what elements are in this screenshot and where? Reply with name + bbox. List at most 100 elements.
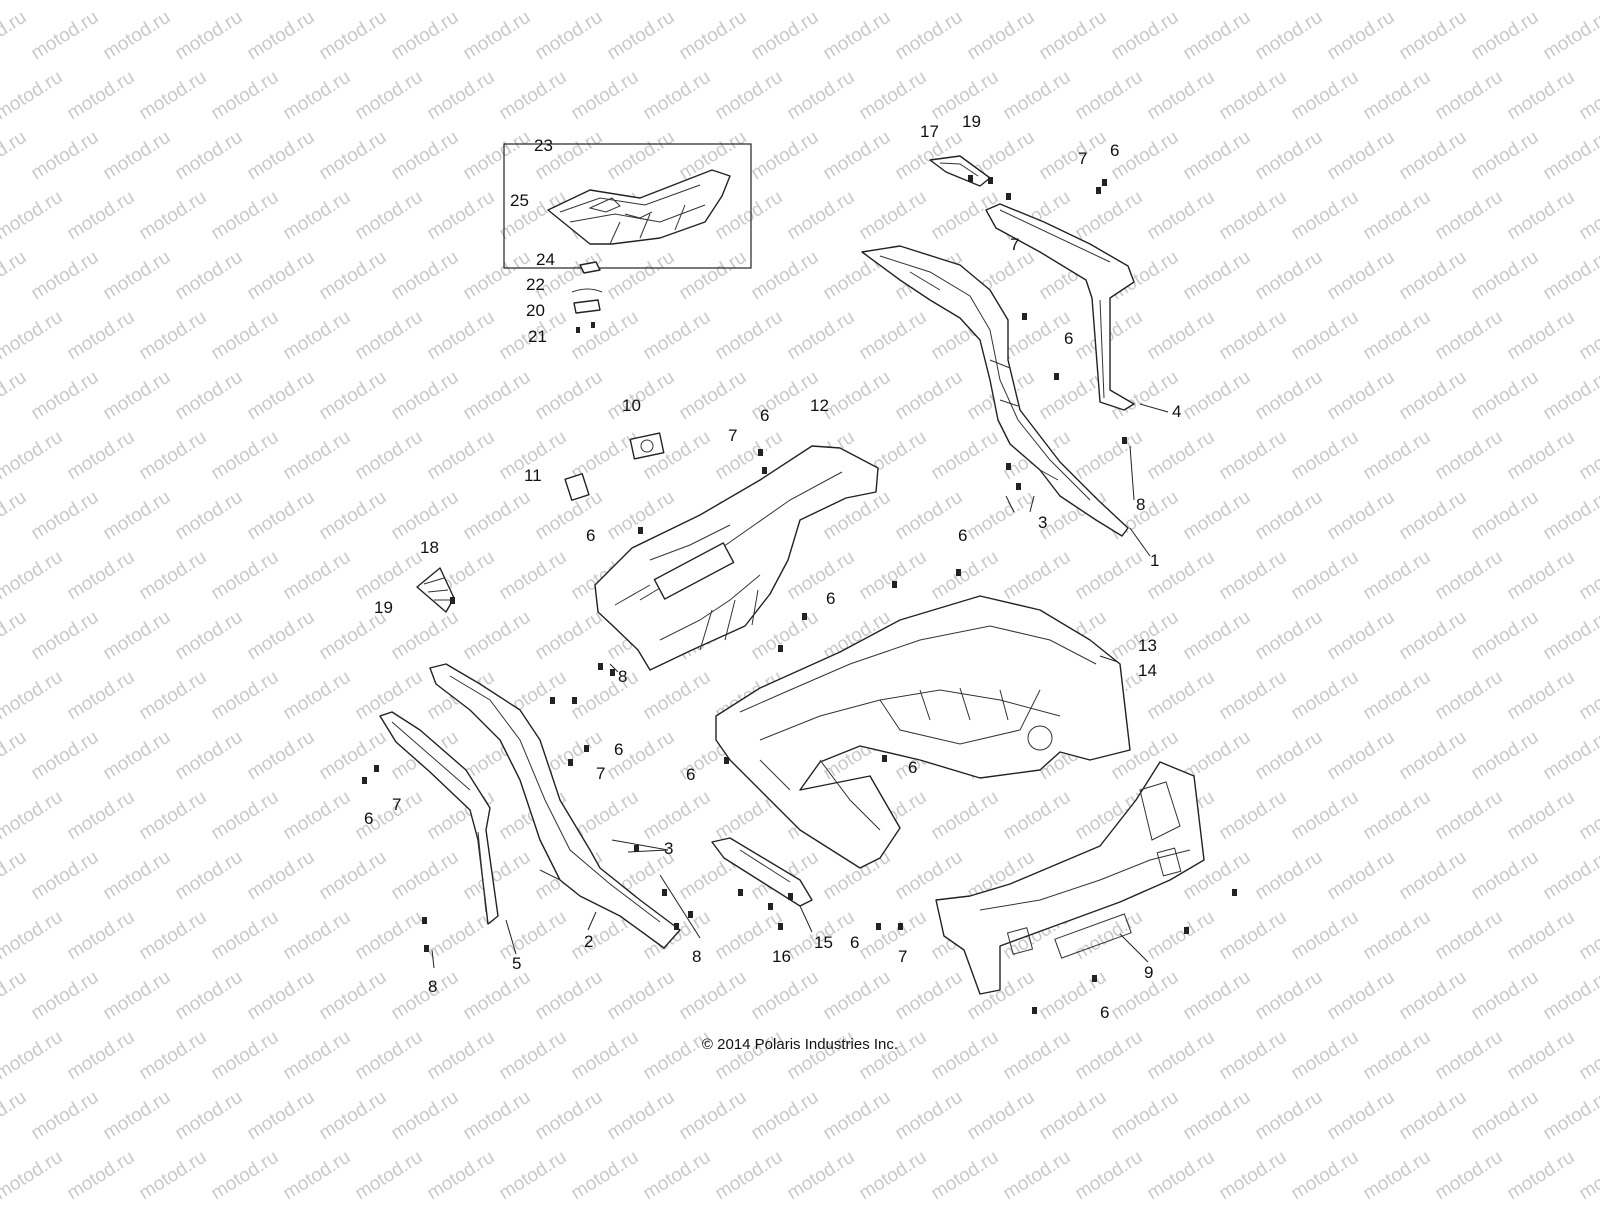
- callout-11: 11: [524, 466, 542, 485]
- part-11-grommet: [564, 473, 590, 501]
- watermark-text: motod.ru: [1540, 487, 1600, 545]
- watermark-text: motod.ru: [1288, 67, 1363, 125]
- watermark-text: motod.ru: [1468, 127, 1543, 185]
- part-12-console: [594, 445, 879, 671]
- watermark-text: motod.ru: [532, 967, 607, 1025]
- watermark-text: motod.ru: [1036, 1087, 1111, 1145]
- watermark-text: motod.ru: [964, 487, 1039, 545]
- watermark-text: motod.ru: [316, 127, 391, 185]
- watermark-text: motod.ru: [1540, 367, 1600, 425]
- watermark-text: motod.ru: [1216, 547, 1291, 605]
- watermark-text: motod.ru: [964, 7, 1039, 65]
- watermark-text: motod.ru: [856, 1147, 931, 1200]
- watermark-text: motod.ru: [1396, 967, 1471, 1025]
- watermark-text: motod.ru: [1432, 307, 1507, 365]
- watermark-text: motod.ru: [208, 1147, 283, 1200]
- watermark-text: motod.ru: [532, 607, 607, 665]
- watermark-text: motod.ru: [0, 307, 66, 365]
- watermark-text: motod.ru: [1072, 427, 1147, 485]
- watermark-text: motod.ru: [820, 7, 895, 65]
- watermark-text: motod.ru: [820, 127, 895, 185]
- watermark-text: motod.ru: [1396, 367, 1471, 425]
- fastener: [768, 903, 773, 910]
- watermark-text: motod.ru: [712, 1147, 787, 1200]
- watermark-text: motod.ru: [424, 307, 499, 365]
- callout-7: 7: [392, 795, 401, 814]
- watermark-text: motod.ru: [172, 727, 247, 785]
- watermark-text: motod.ru: [1504, 907, 1579, 965]
- watermark-text: motod.ru: [1144, 307, 1219, 365]
- watermark-text: motod.ru: [1252, 727, 1327, 785]
- watermark-text: motod.ru: [892, 367, 967, 425]
- watermark-text: motod.ru: [1576, 1147, 1600, 1200]
- watermark-text: motod.ru: [100, 367, 175, 425]
- callout-18: 18: [420, 538, 439, 557]
- watermark-text: motod.ru: [1504, 427, 1579, 485]
- watermark-text: motod.ru: [388, 1087, 463, 1145]
- callout-6: 6: [586, 526, 595, 545]
- watermark-text: motod.ru: [1396, 7, 1471, 65]
- watermark-text: motod.ru: [1504, 0, 1579, 4]
- watermark-text: motod.ru: [1468, 487, 1543, 545]
- watermark-text: motod.ru: [316, 7, 391, 65]
- callout-9: 9: [1144, 963, 1153, 982]
- watermark-text: motod.ru: [0, 0, 66, 4]
- watermark-text: motod.ru: [1000, 67, 1075, 125]
- watermark-text: motod.ru: [1324, 127, 1399, 185]
- watermark-text: motod.ru: [856, 907, 931, 965]
- watermark-text: motod.ru: [1432, 787, 1507, 845]
- part-17-bracket: [929, 155, 991, 187]
- watermark-text: motod.ru: [1432, 427, 1507, 485]
- watermark-text: motod.ru: [532, 7, 607, 65]
- callout-15: 15: [814, 933, 833, 952]
- watermark-text: motod.ru: [820, 1087, 895, 1145]
- watermark-text: motod.ru: [64, 787, 139, 845]
- fastener: [362, 777, 367, 784]
- watermark-text: motod.ru: [316, 727, 391, 785]
- fastener: [778, 923, 783, 930]
- watermark-text: motod.ru: [892, 7, 967, 65]
- watermark-text: motod.ru: [280, 67, 355, 125]
- watermark-text: motod.ru: [1396, 487, 1471, 545]
- fastener: [422, 917, 427, 924]
- watermark-text: motod.ru: [1468, 7, 1543, 65]
- watermark-text: motod.ru: [136, 667, 211, 725]
- watermark-text: motod.ru: [1324, 847, 1399, 905]
- part-1-side-panel: [861, 245, 1129, 537]
- watermark-text: motod.ru: [1432, 907, 1507, 965]
- watermark-text: motod.ru: [1360, 907, 1435, 965]
- inset-box: 23: [503, 136, 752, 333]
- fastener: [1096, 187, 1101, 194]
- fastener: [968, 175, 973, 182]
- watermark-text: motod.ru: [604, 967, 679, 1025]
- watermark-text: motod.ru: [532, 367, 607, 425]
- watermark-text: motod.ru: [1540, 1087, 1600, 1145]
- watermark-text: motod.ru: [1180, 7, 1255, 65]
- watermark-text: motod.ru: [172, 847, 247, 905]
- fastener: [758, 449, 763, 456]
- watermark-text: motod.ru: [244, 607, 319, 665]
- watermark-text: motod.ru: [892, 1087, 967, 1145]
- watermark-text: motod.ru: [100, 127, 175, 185]
- watermark-text: motod.ru: [1396, 247, 1471, 305]
- watermark-text: motod.ru: [1000, 787, 1075, 845]
- fastener: [876, 923, 881, 930]
- watermark-text: motod.ru: [1504, 187, 1579, 245]
- watermark-text: motod.ru: [172, 1087, 247, 1145]
- watermark-text: motod.ru: [1072, 187, 1147, 245]
- watermark-text: motod.ru: [244, 367, 319, 425]
- watermark-text: motod.ru: [136, 187, 211, 245]
- watermark-text: motod.ru: [1180, 967, 1255, 1025]
- watermark-text: motod.ru: [100, 7, 175, 65]
- watermark-text: motod.ru: [1252, 7, 1327, 65]
- watermark-text: motod.ru: [208, 907, 283, 965]
- watermark-text: motod.ru: [1432, 1147, 1507, 1200]
- fastener: [1102, 179, 1107, 186]
- callout-14: 14: [1138, 661, 1157, 680]
- watermark-text: motod.ru: [1432, 0, 1507, 4]
- watermark-text: motod.ru: [1252, 967, 1327, 1025]
- watermark-text: motod.ru: [1360, 67, 1435, 125]
- watermark-text: motod.ru: [1360, 1147, 1435, 1200]
- watermark-text: motod.ru: [568, 1147, 643, 1200]
- watermark-text: motod.ru: [496, 547, 571, 605]
